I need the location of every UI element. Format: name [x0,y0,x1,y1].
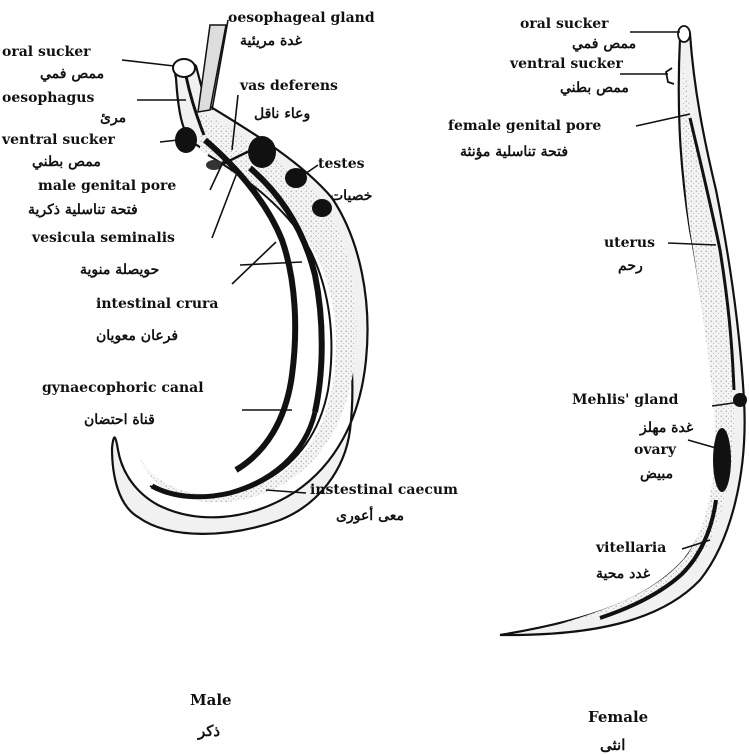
label-vesicula-seminalis-ar: حويصلة منوية [80,262,159,278]
label-mehlis-gland: Mehlis' gland [572,392,679,408]
label-ovary: ovary [634,442,677,458]
male-labels: oesophageal gland غدة مريئية oral sucker… [1,10,458,524]
label-uterus: uterus [604,235,655,251]
mehlis-gland-shape [733,393,747,407]
label-male-oral-sucker: oral sucker [2,44,91,60]
label-uterus-ar: رحم [618,258,643,274]
label-vas-deferens-ar: وعاء ناقل [254,106,310,122]
label-female-oral-sucker: oral sucker [520,16,609,32]
captions: Male ذكر Female انثى [190,691,648,754]
female-ventral-sucker [666,68,674,84]
label-gynaecophoric-canal-ar: قناة احتضان [84,412,155,428]
male-ventral-sucker [175,127,197,153]
label-instestinal-caecum-ar: معى أعورى [336,505,404,524]
label-female-genital-pore-ar: فتحة تناسلية مؤنثة [460,144,568,160]
label-testes: testes [318,156,365,172]
label-female-genital-pore: female genital pore [448,118,601,134]
label-vas-deferens: vas deferens [239,78,338,94]
oesophageal-gland-shape [198,25,226,112]
male-oral-sucker [173,59,195,77]
female-oral-sucker [678,26,690,42]
label-vesicula-seminalis: vesicula seminalis [31,230,175,246]
label-oesophageal-gland: oesophageal gland [228,10,375,26]
testes-2 [285,168,307,188]
label-oesophagus: oesophagus [2,90,94,106]
label-intestinal-crura: intestinal crura [96,296,219,312]
label-testes-ar: خصيات [330,188,372,204]
label-oesophageal-gland-ar: غدة مريئية [240,33,303,49]
label-ovary-ar: مبيض [640,466,673,482]
label-male-ventral-sucker-ar: ممص بطني [32,154,101,170]
caption-female: Female [588,708,648,726]
label-male-genital-pore-ar: فتحة تناسلية ذكرية [28,202,138,218]
label-mehlis-gland-ar: غدة مهلز [639,420,694,436]
label-male-genital-pore: male genital pore [38,178,176,194]
label-intestinal-crura-ar: فرعان معويان [96,328,178,344]
caecum [152,412,315,497]
label-female-ventral-sucker: ventral sucker [509,56,624,72]
testes-3 [312,199,332,217]
label-male-ventral-sucker: ventral sucker [1,132,116,148]
label-female-ventral-sucker-ar: ممص بطني [560,80,629,96]
female-labels: oral sucker ممص فمي ventral sucker ممص ب… [448,16,694,582]
testes-1 [248,136,276,168]
label-oesophagus-ar: مرئ [100,110,126,126]
caption-male: Male [190,691,232,709]
caption-female-ar: انثى [600,736,625,754]
label-female-oral-sucker-ar: ممص فمي [572,36,636,52]
ovary-shape [713,428,731,492]
label-instestinal-caecum: instestinal caecum [310,482,458,498]
label-gynaecophoric-canal: gynaecophoric canal [42,380,204,396]
label-vitellaria-ar: غدد محية [596,566,651,582]
caption-male-ar: ذكر [197,722,220,740]
male-worm [112,25,368,534]
label-male-oral-sucker-ar: ممص فمي [40,66,104,82]
label-vitellaria: vitellaria [595,540,666,556]
